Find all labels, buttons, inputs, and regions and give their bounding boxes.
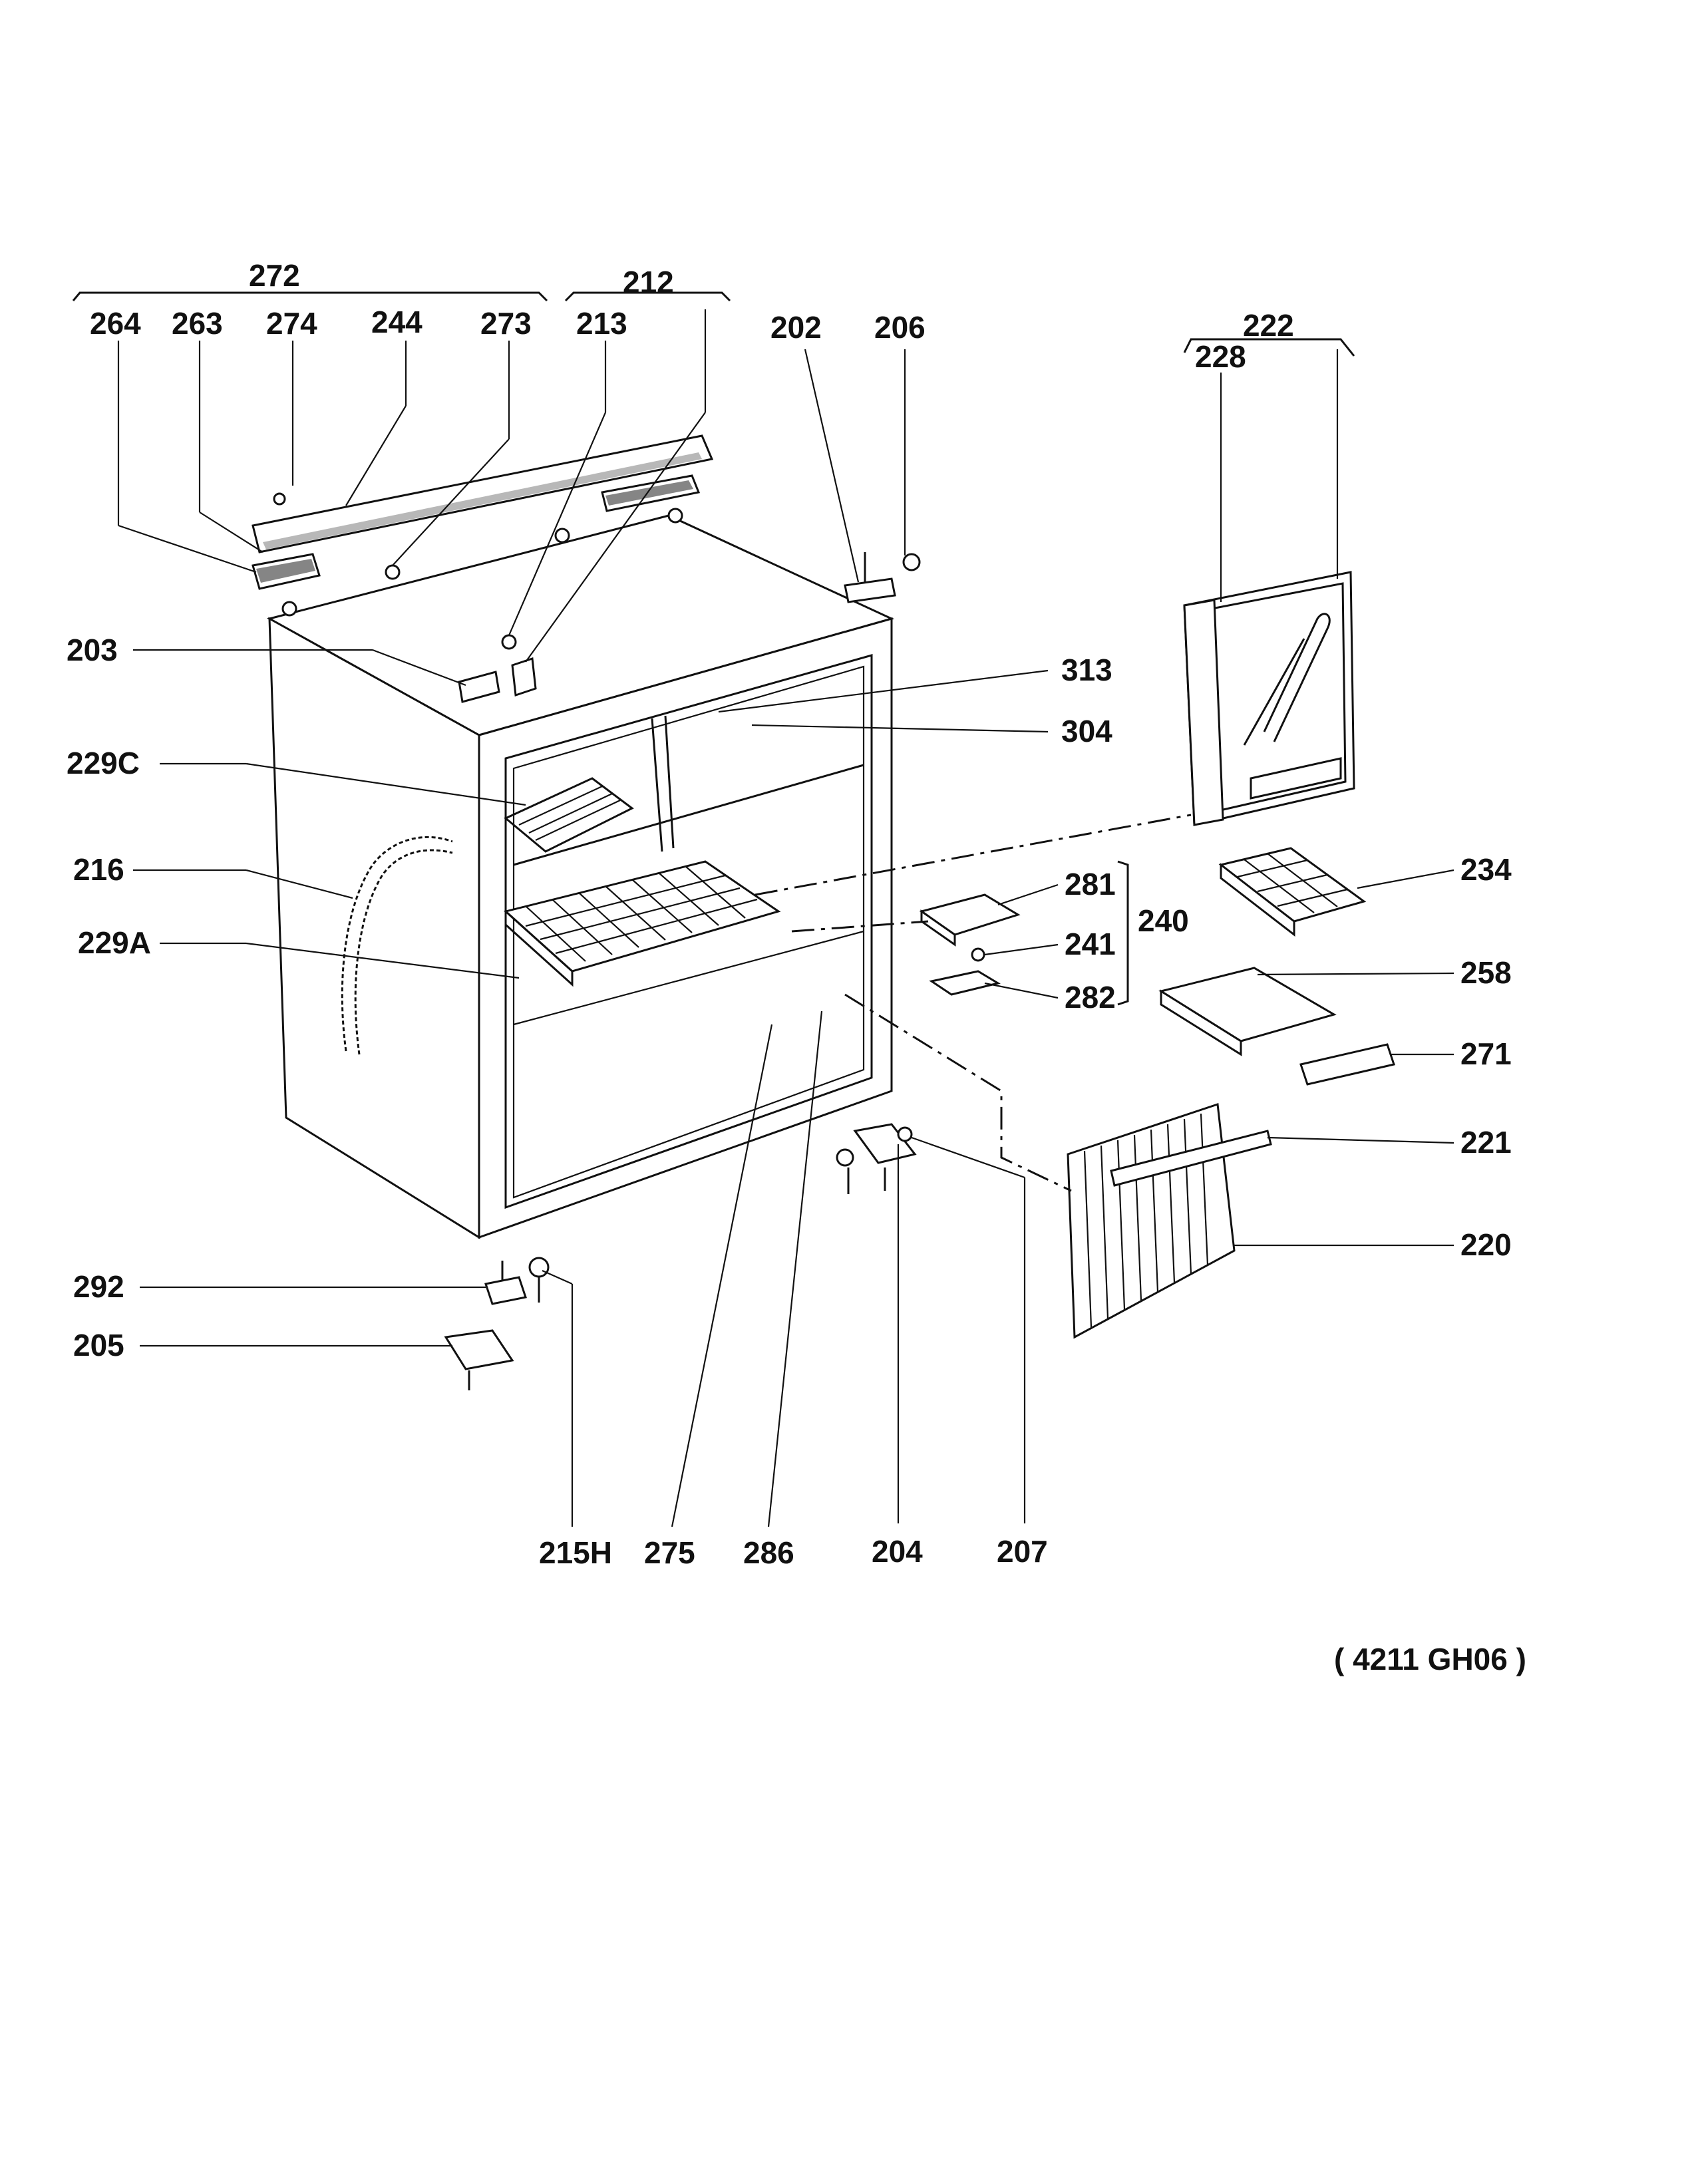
label-204: 204 — [872, 1534, 923, 1569]
label-264: 264 — [90, 306, 141, 341]
label-202: 202 — [770, 310, 822, 345]
label-258: 258 — [1460, 955, 1512, 990]
label-234: 234 — [1460, 852, 1512, 887]
label-273: 273 — [480, 306, 532, 341]
label-206: 206 — [874, 310, 926, 345]
label-203: 203 — [67, 633, 118, 667]
label-313: 313 — [1061, 653, 1112, 687]
drip-tray — [1158, 967, 1395, 1086]
label-271: 271 — [1460, 1036, 1512, 1071]
label-286: 286 — [743, 1535, 794, 1570]
ice-tray — [1218, 847, 1367, 937]
label-212: 212 — [623, 265, 674, 299]
label-282: 282 — [1065, 980, 1116, 1014]
label-216: 216 — [73, 852, 124, 887]
label-292: 292 — [73, 1269, 124, 1304]
label-205: 205 — [73, 1328, 124, 1362]
diagram-code: ( 4211 GH06 ) — [1334, 1642, 1526, 1676]
label-215h: 215H — [539, 1535, 612, 1570]
label-274: 274 — [266, 306, 317, 341]
light-assembly — [919, 893, 1021, 996]
label-207: 207 — [997, 1534, 1048, 1569]
label-263: 263 — [172, 306, 223, 341]
label-275: 275 — [644, 1535, 695, 1570]
door-panel — [1183, 571, 1355, 826]
label-244: 244 — [371, 305, 423, 339]
label-240: 240 — [1138, 903, 1189, 938]
lower-hardware — [444, 1123, 917, 1390]
label-229a: 229A — [78, 925, 151, 960]
cabinet-body — [266, 514, 895, 1239]
lower-wire-shelf — [503, 860, 781, 987]
label-281: 281 — [1065, 867, 1116, 901]
label-221: 221 — [1460, 1125, 1512, 1160]
upper-wire-shelf — [504, 777, 634, 853]
upper-hinges — [458, 552, 921, 703]
label-228: 228 — [1195, 339, 1246, 374]
label-222: 222 — [1243, 308, 1294, 343]
label-304: 304 — [1061, 714, 1112, 748]
label-220: 220 — [1460, 1227, 1512, 1262]
top-strip-assembly — [252, 434, 714, 617]
condenser-grille — [1067, 1102, 1272, 1339]
part-labels: 272 212 264 263 274 244 273 213 202 206 … — [67, 258, 1526, 1676]
label-229c: 229C — [67, 746, 140, 780]
label-272: 272 — [249, 258, 300, 293]
label-241: 241 — [1065, 927, 1116, 961]
label-213: 213 — [576, 306, 627, 341]
leader-lines — [72, 291, 1454, 1527]
